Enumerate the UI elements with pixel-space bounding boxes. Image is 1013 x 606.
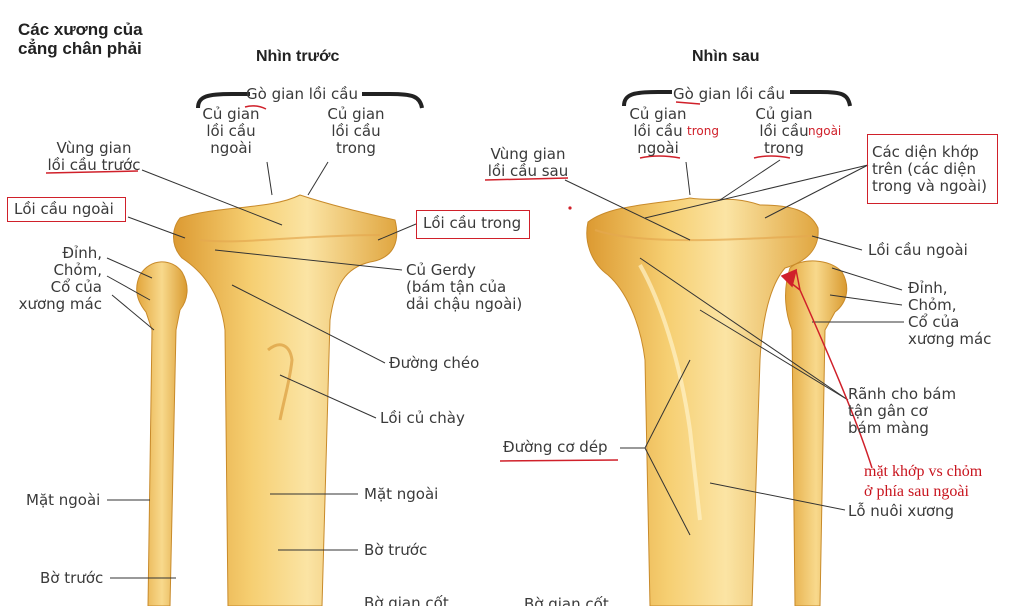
superior-articular-surfaces-label: Các diện khớp trên (các diện trong và ng… [872, 144, 987, 195]
label-line: dải chậu ngoài) [406, 295, 523, 313]
label-line: trong và ngoài) [872, 177, 987, 195]
label-line: ở phía sau ngoài [864, 483, 969, 500]
anterior-intercondylar-area-label: Vùng gian lồi cầu trước [44, 140, 144, 174]
label-line: Đỉnh, [62, 244, 102, 262]
front-intercondylar-eminence-label: Gò gian lồi cầu [246, 85, 358, 103]
front-lateral-intercondylar-tubercle-label: Củ gian lồi cầu ngoài [193, 106, 269, 157]
label-line: Củ gian [202, 105, 260, 123]
back-fibula [785, 260, 848, 606]
back-intercondylar-eminence-label: Gò gian lồi cầu [673, 85, 785, 103]
red-highlight-box [416, 210, 530, 239]
figure-title: Các xương của cẳng chân phải [18, 20, 143, 58]
label-line: mặt khớp vs chỏm [864, 463, 983, 480]
label-line: lồi cầu sau [487, 162, 569, 180]
oblique-line-label: Đường chéo [389, 354, 480, 372]
label-line: lồi cầu [331, 122, 381, 140]
label-line: Các diện khớp [872, 143, 979, 161]
back-tibia [586, 197, 819, 606]
front-medial-condyle-label: Lồi cầu trong [423, 214, 522, 232]
title-line: Các xương của [18, 20, 143, 39]
label-line: Rãnh cho bám [848, 385, 957, 403]
label-line: Cổ của [50, 278, 102, 296]
front-interosseous-border-label: Bờ gian cốt [364, 594, 449, 606]
front-fibula-head-label: Đỉnh, Chỏm, Cổ của xương mác [10, 245, 102, 313]
back-lateral-condyle-label: Lồi cầu ngoài [868, 241, 968, 259]
label-line: lồi cầu [206, 122, 256, 140]
soleal-line-label: Đường cơ dép [503, 438, 608, 456]
front-lateral-surface-left-label: Mặt ngoài [26, 491, 101, 509]
title-line: cẳng chân phải [18, 39, 142, 58]
front-lateral-condyle-label: Lồi cầu ngoài [14, 200, 114, 218]
red-highlight-box [7, 197, 126, 222]
label-line: Vùng gian [56, 139, 132, 157]
label-line: trong [336, 139, 376, 157]
back-intercondylar-tubercle-1-label: Củ gian lồi cầu ngoài [620, 106, 696, 157]
front-fibula [136, 261, 188, 606]
label-line: lồi cầu [759, 122, 809, 140]
label-line: lồi cầu trước [47, 156, 141, 174]
handwritten-note-trong: trong [687, 124, 719, 138]
front-lateral-surface-mid-label: Mặt ngoài [364, 485, 439, 503]
handwritten-note-ngoai: ngoài [808, 124, 842, 138]
front-anterior-border-left-label: Bờ trước [40, 569, 104, 587]
label-line: Đỉnh, [908, 279, 948, 297]
label-line: trên (các diện [872, 160, 976, 178]
label-line: Củ Gerdy [406, 261, 476, 279]
label-line: Củ gian [327, 105, 385, 123]
back-view-heading: Nhìn sau [692, 48, 760, 65]
label-line: Chỏm, [53, 261, 102, 279]
label-line: Vùng gian [490, 145, 566, 163]
front-medial-intercondylar-tubercle-label: Củ gian lồi cầu trong [318, 106, 394, 157]
label-line: ngoài [637, 139, 679, 157]
label-line: Củ gian [755, 105, 813, 123]
tibial-tuberosity-label: Lồi củ chày [380, 409, 465, 427]
back-fibula-head-label: Đỉnh, Chỏm, Cổ của xương mác [908, 280, 991, 348]
gerdy-tubercle-label: Củ Gerdy (bám tận của dải chậu ngoài) [406, 262, 522, 313]
handwritten-note-articular-facet: mặt khớp vs chỏm ở phía sau ngoài [864, 462, 982, 502]
label-line: Cổ của [908, 313, 960, 331]
front-anterior-border-mid-label: Bờ trước [364, 541, 428, 559]
label-line: Chỏm, [908, 296, 957, 314]
label-line: bám màng [848, 419, 929, 437]
posterior-intercondylar-area-label: Vùng gian lồi cầu sau [480, 146, 576, 180]
label-line: xương mác [908, 330, 992, 348]
nutrient-foramen-label: Lỗ nuôi xương [848, 502, 955, 520]
label-line: ngoài [210, 139, 252, 157]
red-highlight-box [867, 134, 998, 204]
back-interosseous-border-label: Bờ gian cốt [524, 595, 609, 606]
front-view-heading: Nhìn trước [256, 48, 340, 65]
label-line: Củ gian [629, 105, 687, 123]
label-line: (bám tận của [406, 278, 507, 296]
label-line: trong [764, 139, 804, 157]
back-intercondylar-tubercle-2-label: Củ gian lồi cầu trong [746, 106, 822, 157]
label-line: xương mác [18, 295, 102, 313]
label-line: lồi cầu [633, 122, 683, 140]
groove-semimembranosus-label: Rãnh cho bám tận gân cơ bám màng [848, 386, 956, 437]
label-line: tận gân cơ [848, 402, 928, 420]
front-tibia [173, 194, 398, 606]
